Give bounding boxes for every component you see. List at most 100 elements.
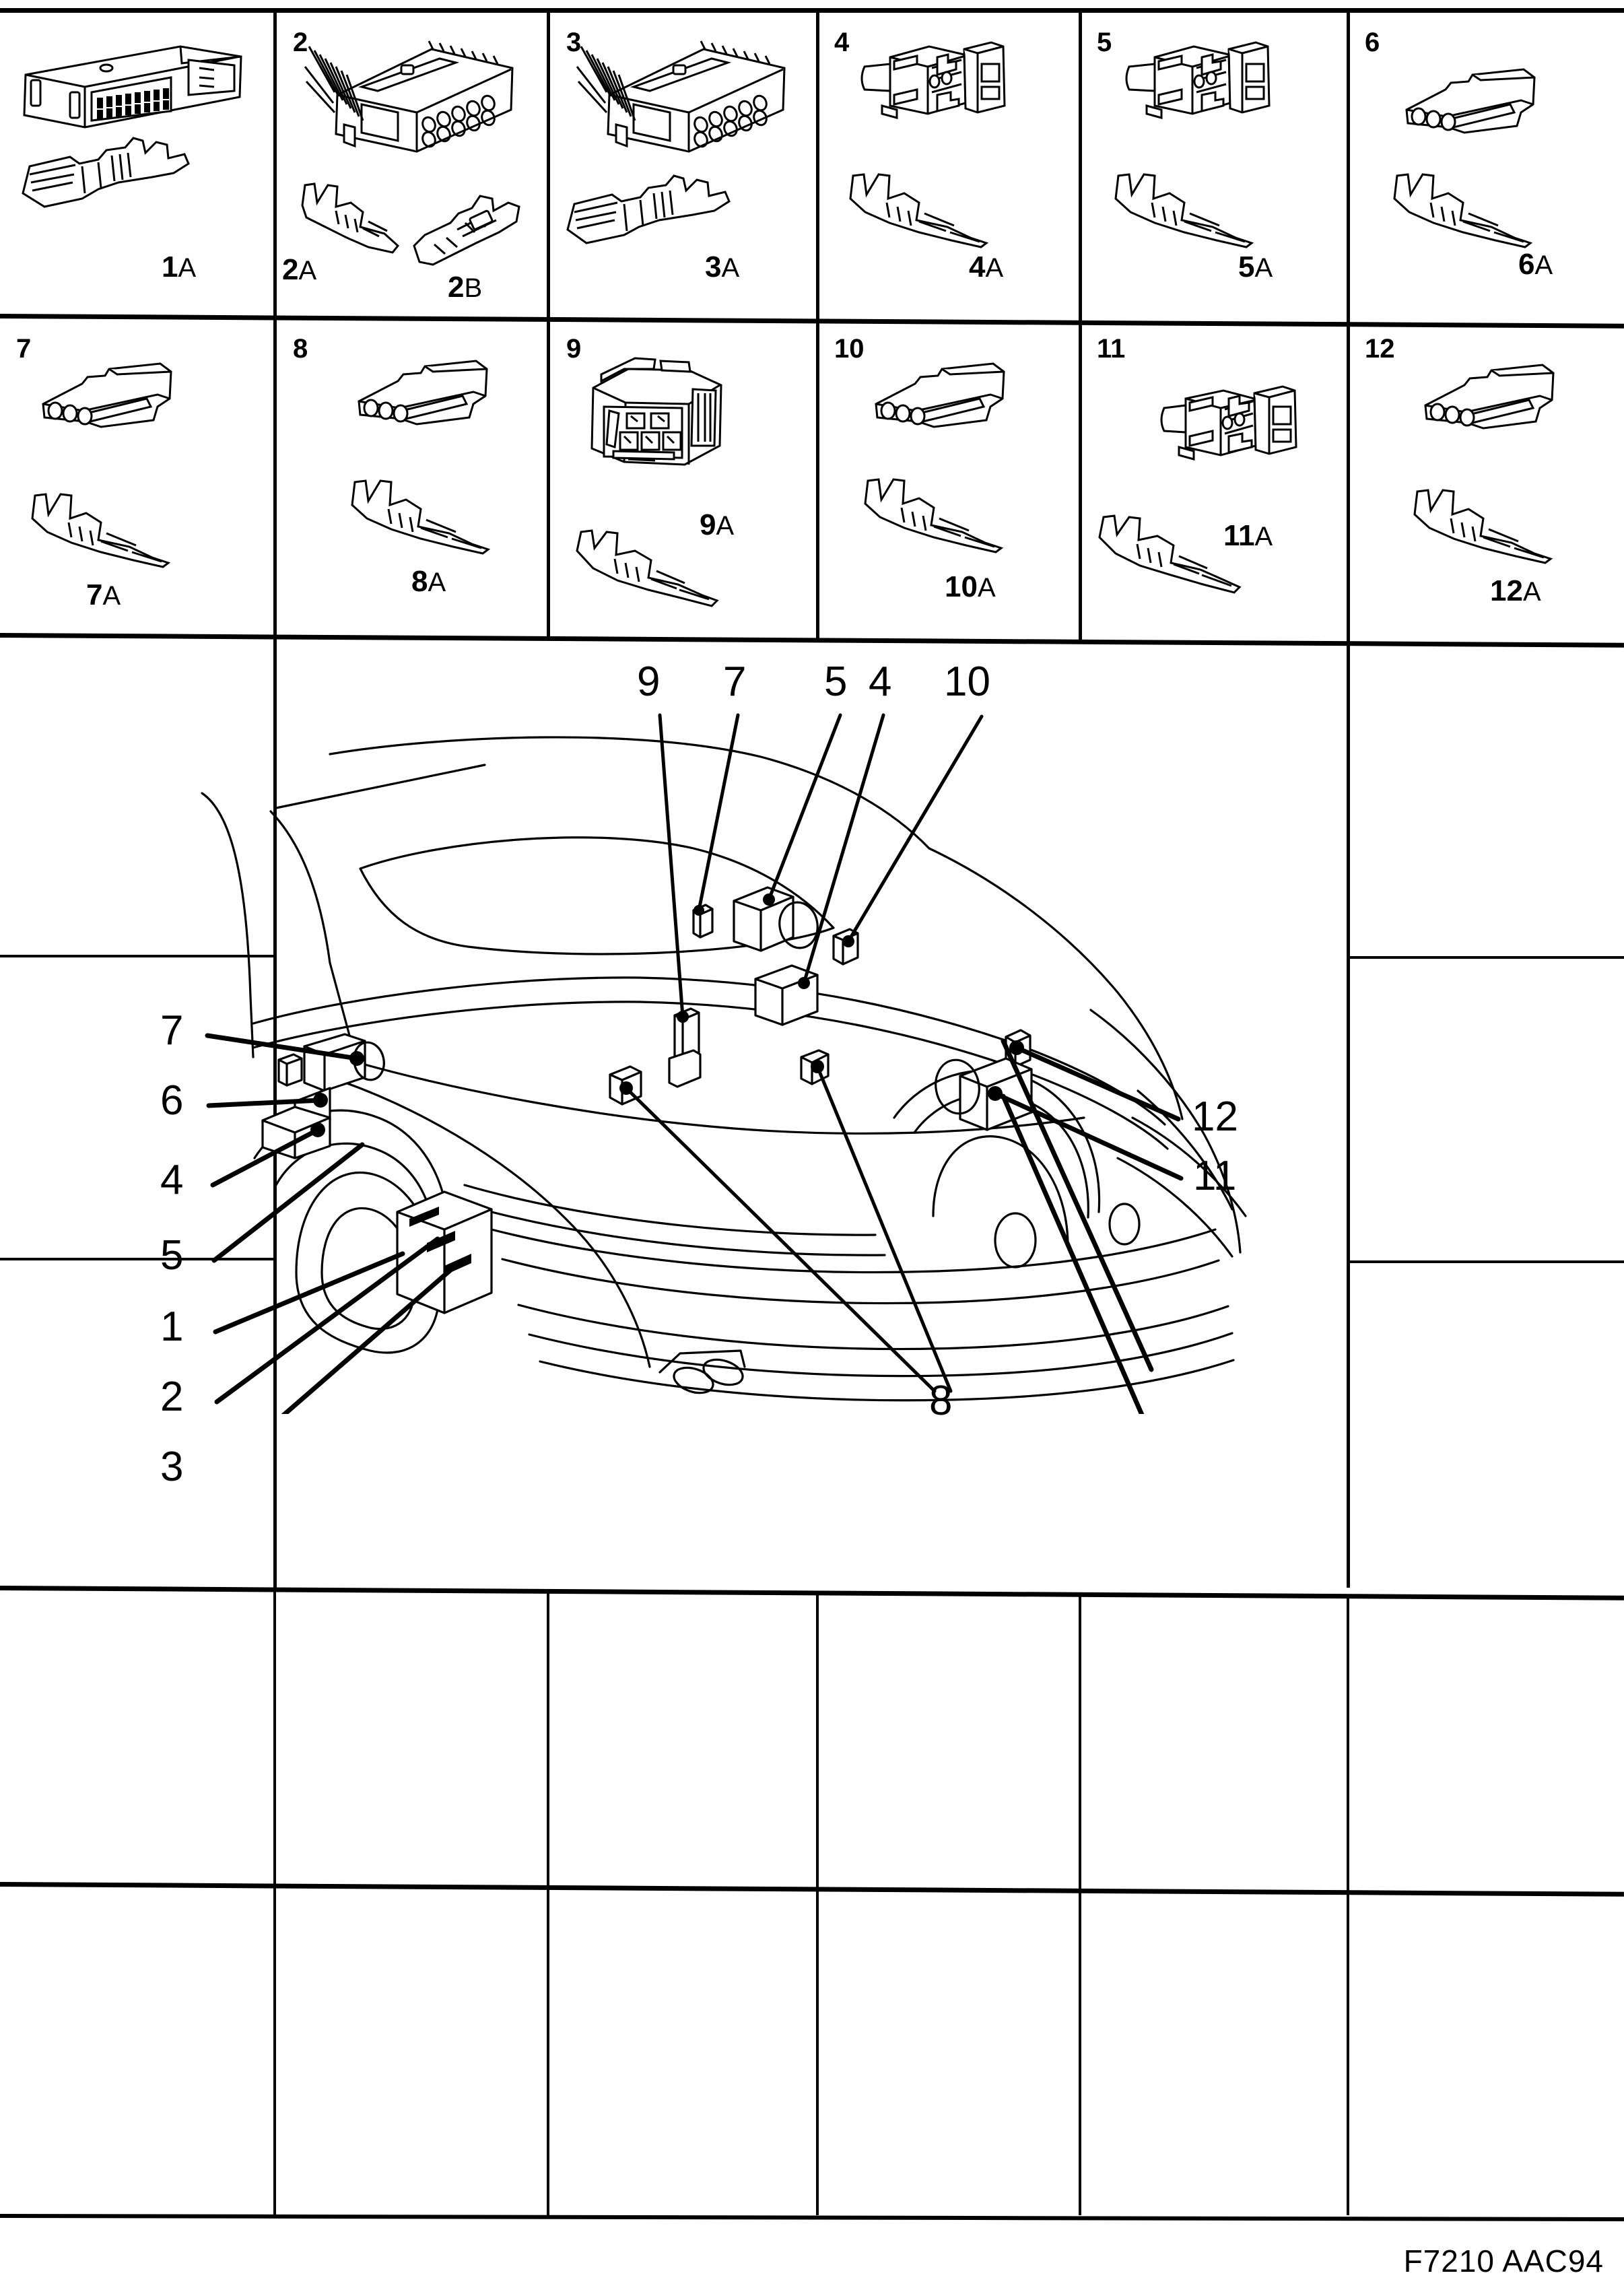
terminal-art-4a: [845, 168, 1013, 248]
connector-cell-number-7: 7: [16, 334, 32, 364]
connector-housing-art-5: [1121, 38, 1296, 126]
connector-cell-number-2: 2: [293, 28, 308, 57]
connector-cell-number-10: 10: [834, 334, 865, 364]
connector-housing-art-4: [856, 38, 1031, 126]
terminal-art-1a: [18, 134, 213, 211]
terminal-art-2a: [298, 180, 413, 257]
connector-label-1a: 1A: [162, 252, 196, 282]
connector-label-2b-num: 2: [448, 271, 465, 304]
diagram-left-stub-1: [0, 955, 276, 957]
vehicle-callout-left-2: 2: [160, 1374, 184, 1420]
connector-label-9a-num: 9: [700, 508, 716, 541]
terminal-art-8a: [347, 474, 515, 555]
connector-label-10a-suffix: A: [977, 573, 996, 603]
connector-label-12a-num: 12: [1490, 574, 1523, 607]
connector-cell-5[interactable]: 5: [1082, 13, 1347, 314]
diagram-right-stub-2: [1347, 1260, 1624, 1263]
connector-cell-7[interactable]: 7: [0, 319, 273, 634]
connector-cell-9[interactable]: 9: [550, 319, 816, 634]
connector-label-10a-num: 10: [945, 570, 978, 603]
connector-label-2a-num: 2: [282, 253, 299, 286]
grid-col-divider-2: [547, 8, 550, 637]
connector-housing-art-2: [297, 40, 526, 158]
grid-col-divider-5: [1347, 8, 1350, 641]
lower-col-divider-4: [1079, 1593, 1081, 2215]
connector-label-9a: 9A: [700, 510, 734, 540]
connector-housing-art-6: [1402, 65, 1551, 143]
vehicle-callout-left-4: 4: [160, 1157, 184, 1203]
terminal-art-12a: [1409, 483, 1578, 564]
connector-label-9a-suffix: A: [716, 511, 735, 541]
connector-label-2b-suffix: B: [464, 273, 483, 303]
connector-housing-art-8: [355, 357, 503, 434]
connector-label-3a: 3A: [705, 252, 739, 282]
connector-housing-art-7: [39, 360, 187, 437]
connector-label-1a-suffix: A: [178, 253, 197, 283]
vehicle-callout-left-5: 5: [160, 1232, 184, 1279]
connector-label-6a-suffix: A: [1534, 250, 1553, 280]
connector-label-11a-suffix: A: [1254, 522, 1273, 551]
connector-housing-art-1: [12, 33, 248, 134]
lower-col-divider-1: [273, 1589, 276, 2215]
terminal-art-5a: [1110, 168, 1279, 248]
connector-cell-number-9: 9: [566, 334, 582, 364]
vehicle-callout-right-11: 11: [1193, 1153, 1237, 1199]
grid-line-top: [0, 8, 1624, 13]
connector-label-11a: 11A: [1223, 521, 1273, 551]
connector-cell-2[interactable]: 2: [277, 13, 547, 314]
terminal-art-11a: [1094, 512, 1269, 596]
vehicle-callout-bottom-8: 8: [929, 1378, 953, 1424]
vehicle-callout-left-7: 7: [160, 1007, 184, 1054]
connector-housing-art-12: [1421, 361, 1569, 438]
connector-label-11a-num: 11: [1223, 519, 1255, 552]
connector-cell-number-4: 4: [834, 28, 850, 57]
connector-cell-4[interactable]: 4: [819, 13, 1079, 314]
lower-col-divider-2: [547, 1590, 549, 2215]
connector-cell-number-3: 3: [566, 28, 582, 57]
connector-cell-number-8: 8: [293, 334, 308, 364]
connector-cell-6[interactable]: 6: [1350, 13, 1624, 314]
vehicle-callout-left-1: 1: [160, 1304, 184, 1350]
connector-label-8a-num: 8: [411, 565, 428, 598]
connector-label-10a: 10A: [945, 572, 996, 602]
connector-label-7a-num: 7: [86, 578, 103, 611]
connector-cell-3[interactable]: 3: [550, 13, 816, 314]
terminal-art-3a: [564, 173, 745, 247]
connector-cell-10[interactable]: 10: [819, 319, 1079, 634]
connector-label-2a: 2A: [282, 255, 316, 285]
vehicle-callout-top-7: 7: [723, 659, 747, 705]
grid-line-row2-diagram: [0, 633, 1624, 648]
connector-label-8a-suffix: A: [428, 568, 446, 597]
terminal-art-10a: [860, 473, 1028, 553]
sheet-reference-code: F7210 AAC94: [1403, 2244, 1604, 2279]
connector-cell-number-6: 6: [1365, 28, 1380, 57]
terminal-art-6a: [1389, 168, 1557, 248]
connector-label-4a-suffix: A: [985, 253, 1004, 283]
connector-cell-12[interactable]: 12: [1350, 319, 1624, 634]
diagram-right-stub-1: [1347, 956, 1624, 959]
grid-col-divider-4: [1079, 8, 1082, 640]
vehicle-location-diagram: 9 7 5 4 10 7 6 4 5 1 2 3 12 11 8: [128, 646, 1293, 1488]
connector-cell-1[interactable]: 1A: [0, 13, 273, 314]
connector-label-4a: 4A: [969, 252, 1003, 282]
grid-col-divider-1: [273, 8, 277, 636]
vehicle-callout-top-9: 9: [637, 659, 661, 705]
grid-line-diagram-bottom: [0, 1586, 1624, 1600]
diagram-left-stub-2: [0, 1258, 276, 1260]
connector-cell-number-12: 12: [1365, 334, 1395, 364]
connector-label-1a-num: 1: [162, 250, 178, 283]
connector-housing-art-9: [588, 346, 749, 474]
vehicle-callout-top-10: 10: [944, 659, 990, 705]
connector-label-2a-suffix: A: [298, 256, 317, 285]
connector-label-5a-num: 5: [1238, 250, 1255, 283]
terminal-art-2b: [410, 193, 531, 271]
connector-label-5a-suffix: A: [1254, 253, 1273, 283]
vehicle-callout-right-12: 12: [1192, 1093, 1238, 1140]
connector-cell-number-11: 11: [1097, 334, 1126, 364]
connector-cell-8[interactable]: 8: [277, 319, 547, 634]
vehicle-callout-top-5: 5: [824, 659, 848, 705]
connector-housing-art-11: [1159, 384, 1314, 465]
vehicle-callout-top-4: 4: [869, 659, 892, 705]
connector-cell-11[interactable]: 11: [1082, 319, 1347, 634]
